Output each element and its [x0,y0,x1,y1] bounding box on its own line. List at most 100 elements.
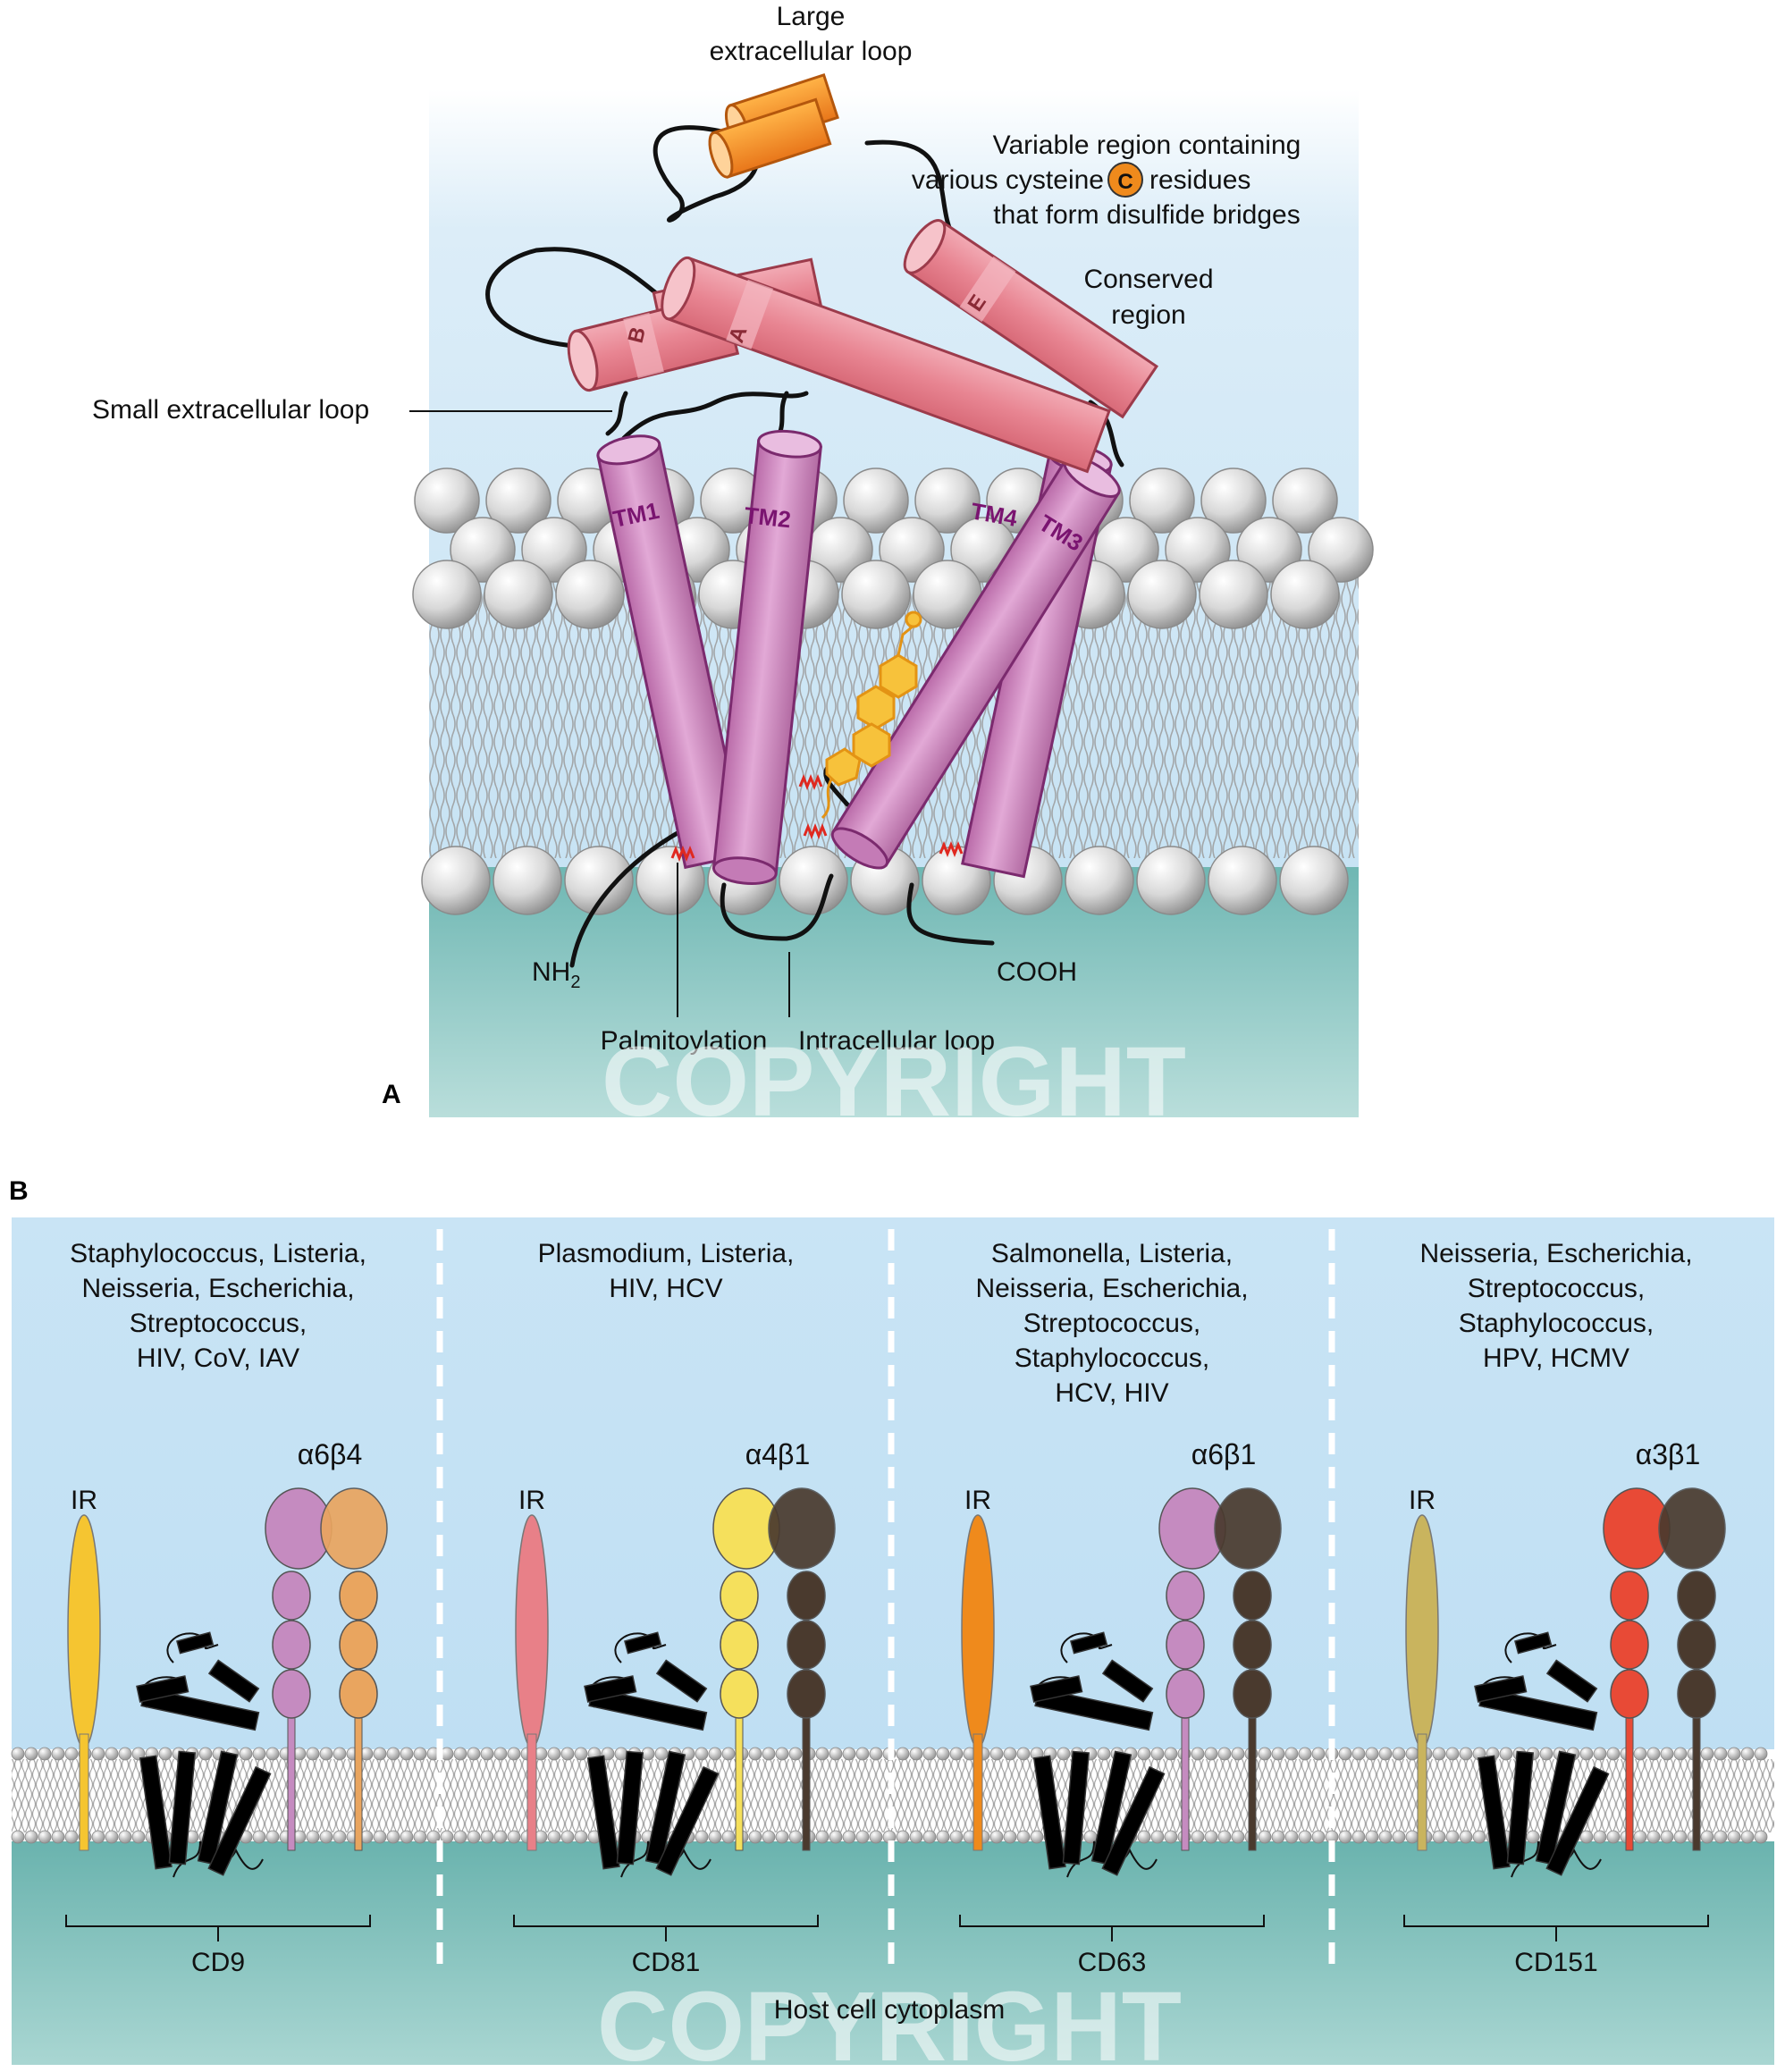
lipid-head [1231,1747,1245,1761]
integrin-beta-head [1214,1487,1282,1570]
lipid-head [1311,1747,1326,1761]
tetraspanin-tm-helix [1545,1765,1610,1876]
lipid-head [869,1747,883,1761]
helix-e [903,219,1159,419]
lipid-head [1208,846,1277,915]
integrin-beta-domain [1233,1571,1272,1621]
lipid-head [1593,1747,1607,1761]
lipid-head [24,1747,38,1761]
lipid-head [333,1830,347,1844]
tetraspanin [1474,1631,1610,1878]
tetraspanin-helix-e [207,1659,260,1703]
lipid-head [413,1830,427,1844]
lipid-head [841,560,911,629]
lipid-head [400,1830,414,1844]
cytoplasm-label: Host cell cytoplasm [774,1995,1005,2025]
cysteine-symbol: C [1117,170,1132,194]
lipid-head [1579,1747,1594,1761]
lipid-head [1150,1830,1165,1844]
lipid-head [869,1830,883,1844]
panel-a-label: A [382,1080,401,1109]
column-4: Neisseria, Escherichia,Streptococcus,Sta… [1403,1239,1726,1977]
panel-b-label: B [9,1176,29,1206]
large-loop-label-2: extracellular loop [710,37,913,66]
lipid-head [252,1830,266,1844]
lipid-head [788,1747,803,1761]
tetraspanin-bracket [65,1915,371,1941]
tetraspanin-variable-helix [1070,1631,1108,1655]
palmitoylation-label: Palmitoylation [601,1026,768,1056]
lipid-head [131,1747,146,1761]
large-loop-helices [567,73,1159,474]
tetraspanin-tm-helix [1535,1750,1577,1866]
lipid-head [1236,517,1302,583]
integrin-label: α4β1 [745,1438,811,1470]
lipid-head [1129,467,1195,534]
ir-stalk [1417,1733,1427,1851]
lipid-head [480,1747,494,1761]
integrin-alpha-domain [720,1571,759,1621]
lipid-head [1284,1830,1299,1844]
lipid-head [748,1747,762,1761]
lipid-head [1150,1747,1165,1761]
pathogen-line: Neisseria, Escherichia, [975,1274,1248,1303]
integrin-alpha-domain [272,1669,311,1719]
lipid-head [842,1747,856,1761]
lipid-head [1754,1747,1768,1761]
lipid-head [1432,1830,1446,1844]
tetraspanin-variable-helix [176,1631,215,1655]
lipid-head [386,1830,400,1844]
lipid-head [1165,517,1231,583]
lipid-head [641,1747,655,1761]
lipid-head [426,1830,441,1844]
lipid-head [1459,1830,1473,1844]
lipid-head [400,1747,414,1761]
helix-a [661,256,1111,474]
lipid-head [1217,1830,1232,1844]
lipid-head [936,1830,950,1844]
lipid-head [1606,1830,1621,1844]
lipid-head [1164,1747,1178,1761]
lipid-head [1633,1747,1647,1761]
lipid-head [574,1747,588,1761]
ir-label: IR [71,1486,97,1515]
lipid-head [131,1830,146,1844]
lipid-head [64,1830,79,1844]
lipid-head [467,1830,481,1844]
cysteine-icon [1107,162,1143,198]
ir-stalk [79,1733,89,1851]
tetraspanin-tm-helix [586,1755,620,1870]
tetraspanin [1030,1631,1166,1878]
lipid-head [453,1830,467,1844]
pathogen-line: Staphylococcus, [1459,1309,1654,1338]
lipid-head [1646,1747,1661,1761]
lipid-head [51,1830,65,1844]
lipid-head [11,1747,25,1761]
lipid-head [909,1830,923,1844]
variable-region-label-1: Variable region containing [993,131,1301,160]
lipid-head [373,1747,387,1761]
lipid-head [788,1830,803,1844]
tetraspanin-helix-b [584,1675,637,1703]
lipid-head [1298,1747,1312,1761]
lipid-head [1127,560,1197,629]
nh2-label: NH2 [532,957,580,992]
integrin-alpha-domain [1610,1669,1649,1719]
integrin-alpha-domain [720,1669,759,1719]
lipid-head [493,1747,508,1761]
lipid-head [564,846,634,915]
integrin-alpha-domain [720,1620,759,1670]
lipid-head [1713,1747,1728,1761]
lipid-head [413,1747,427,1761]
ir-receptor [67,1514,101,1748]
integrin-beta-domain [339,1620,378,1670]
lipid-head [1472,1830,1486,1844]
column-1: Staphylococcus, Listeria,Neisseria, Esch… [65,1239,388,1977]
lipid-head [1432,1747,1446,1761]
integrin-label: α6β4 [298,1438,363,1470]
lipid-head [815,1747,829,1761]
lipid-head [1740,1747,1755,1761]
lipid-head [896,1747,910,1761]
lipid-head [1378,1747,1393,1761]
